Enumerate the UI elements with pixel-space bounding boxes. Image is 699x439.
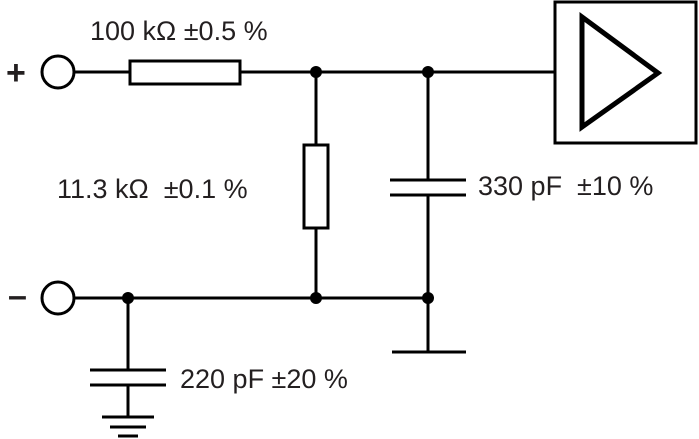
plus-terminal-circle xyxy=(40,54,76,90)
shunt-capacitor-label: 330 pF ±10 % xyxy=(478,171,654,201)
junction-dots xyxy=(122,66,434,304)
ground-icon xyxy=(102,415,154,438)
series-resistor-label: 100 kΩ ±0.5 % xyxy=(90,16,268,46)
series-resistor xyxy=(128,59,242,86)
amplifier-triangle-icon xyxy=(579,12,663,132)
minus-terminal-circle xyxy=(40,280,76,316)
shunt-resistor-label: 11.3 kΩ ±0.1 % xyxy=(57,174,248,204)
plus-sign: + xyxy=(6,54,26,92)
amplifier-box xyxy=(553,0,698,145)
shunt-resistor xyxy=(302,72,330,298)
shunt-capacitor xyxy=(390,72,466,354)
ground-capacitor xyxy=(90,298,166,417)
ground-capacitor-label: 220 pF ±20 % xyxy=(180,364,348,394)
minus-sign: – xyxy=(8,277,27,315)
